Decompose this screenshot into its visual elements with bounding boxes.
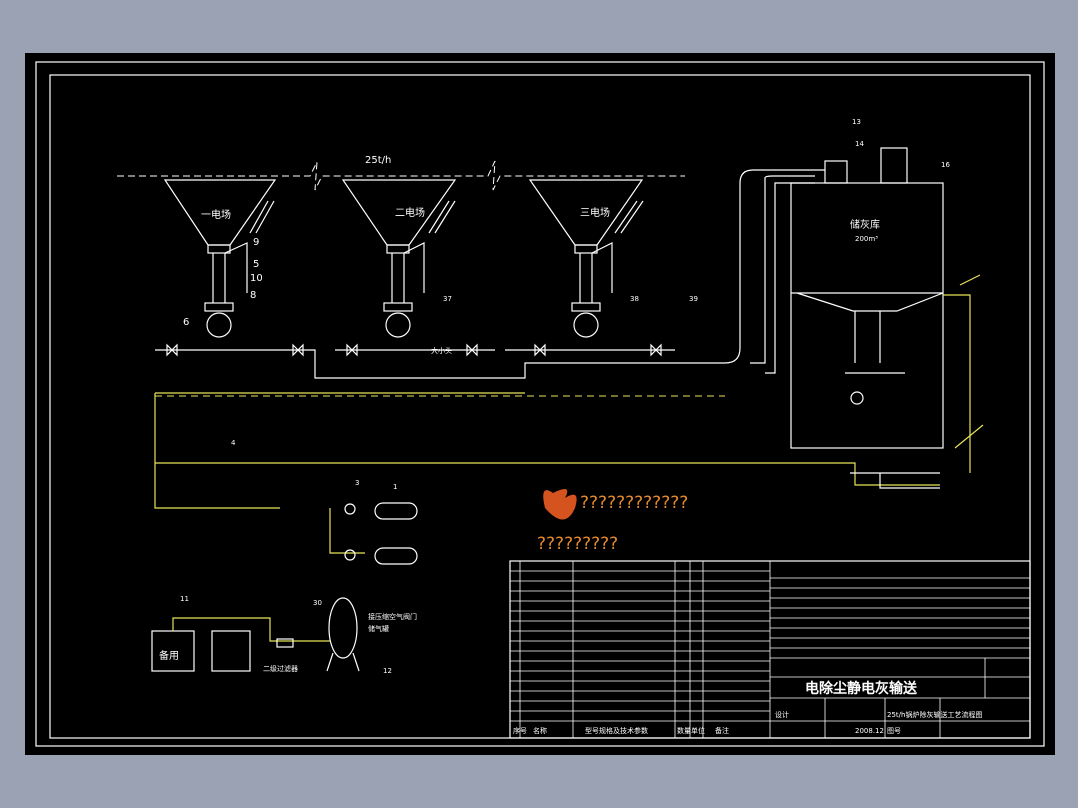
date-label: 2008.12 bbox=[855, 727, 884, 735]
hopper-2: 二电场 37 bbox=[341, 179, 457, 338]
tank-label: 储气罐 bbox=[368, 624, 389, 633]
valve-label-39: 39 bbox=[689, 295, 698, 303]
silo-volume: 200m³ bbox=[855, 235, 878, 243]
part-label-5: 5 bbox=[253, 259, 259, 270]
hopper-3: 三电场 38 bbox=[528, 179, 644, 338]
svg-text:14: 14 bbox=[855, 140, 864, 148]
part-label-8: 8 bbox=[250, 290, 256, 301]
title-block: 序号 名称 型号规格及技术参数 数量 单位 备注 电除尘静电灰输送 25t/h锅… bbox=[509, 560, 1031, 739]
watermark-text-2: ????????? bbox=[537, 534, 618, 554]
drawing-sheet: 25t/h 一电场 9 5 10 8 二电场 37 三电场 38 bbox=[25, 53, 1055, 755]
pipe-label-38: 38 bbox=[630, 295, 639, 303]
svg-text:13: 13 bbox=[852, 118, 861, 126]
bom-header-remark: 备注 bbox=[715, 726, 729, 735]
hopper-3-name: 三电场 bbox=[580, 206, 610, 219]
pipe-label-37: 37 bbox=[443, 295, 452, 303]
bom-header-qty: 数量 bbox=[677, 726, 691, 735]
design-label: 设计 bbox=[775, 710, 789, 719]
ash-silo: 储灰库 200m³ 13 14 16 bbox=[790, 118, 950, 449]
air-line-label: 接压缩空气阀门 bbox=[368, 612, 417, 621]
process-flow-diagram: 25t/h 一电场 9 5 10 8 二电场 37 三电场 38 bbox=[35, 61, 1045, 747]
hopper-2-name: 二电场 bbox=[395, 206, 425, 219]
return-pipe bbox=[750, 175, 815, 374]
bom-header-unit: 单位 bbox=[691, 726, 705, 735]
part-label-9: 9 bbox=[253, 237, 259, 248]
silo-bottom-pipe bbox=[850, 472, 940, 489]
air-line bbox=[154, 392, 940, 509]
bom-header-name: 名称 bbox=[533, 726, 547, 735]
pipe-label-6: 6 bbox=[183, 317, 189, 328]
valves bbox=[166, 343, 662, 357]
project-title: 电除尘静电灰输送 bbox=[805, 680, 918, 697]
drawing-subtitle: 25t/h锅炉除灰输送工艺流程图 bbox=[887, 710, 982, 719]
dryer-label: 二级过滤器 bbox=[263, 664, 298, 673]
svg-text:1: 1 bbox=[393, 483, 397, 491]
dryer-no-label: 30 bbox=[313, 599, 322, 607]
aux-equipment: 备用 11 30 二级过滤器 接压缩空气阀门 储气罐 12 bbox=[151, 595, 417, 675]
compressor-2 bbox=[344, 547, 418, 565]
compressor-1: 3 1 bbox=[344, 479, 418, 520]
sheet-label: 图号 bbox=[887, 727, 901, 735]
bom-header-no: 序号 bbox=[513, 726, 527, 735]
hopper-1: 一电场 9 5 10 8 bbox=[163, 179, 277, 338]
inner-frame bbox=[49, 74, 1031, 739]
part-label-10: 10 bbox=[250, 273, 263, 284]
bom-header-spec: 型号规格及技术参数 bbox=[585, 726, 648, 735]
hopper-1-name: 一电场 bbox=[201, 208, 231, 221]
air-branch bbox=[329, 508, 365, 554]
svg-text:3: 3 bbox=[355, 479, 359, 487]
standby-label: 备用 bbox=[159, 649, 179, 662]
reducer-label: 大小头 bbox=[431, 346, 452, 355]
valve-label-4: 4 bbox=[231, 439, 236, 447]
tank-tag-label: 12 bbox=[383, 667, 392, 675]
watermark: ???????????? ????????? bbox=[537, 489, 688, 554]
grade-line bbox=[117, 160, 685, 191]
capacity-label: 25t/h bbox=[365, 155, 391, 166]
tank-no-label: 11 bbox=[180, 595, 189, 603]
watermark-text: ???????????? bbox=[580, 493, 688, 513]
svg-text:16: 16 bbox=[941, 161, 950, 169]
silo-name: 储灰库 bbox=[850, 218, 880, 231]
silo-air-line bbox=[943, 274, 984, 473]
conveying-pipe bbox=[155, 169, 825, 379]
outer-frame bbox=[35, 61, 1045, 747]
